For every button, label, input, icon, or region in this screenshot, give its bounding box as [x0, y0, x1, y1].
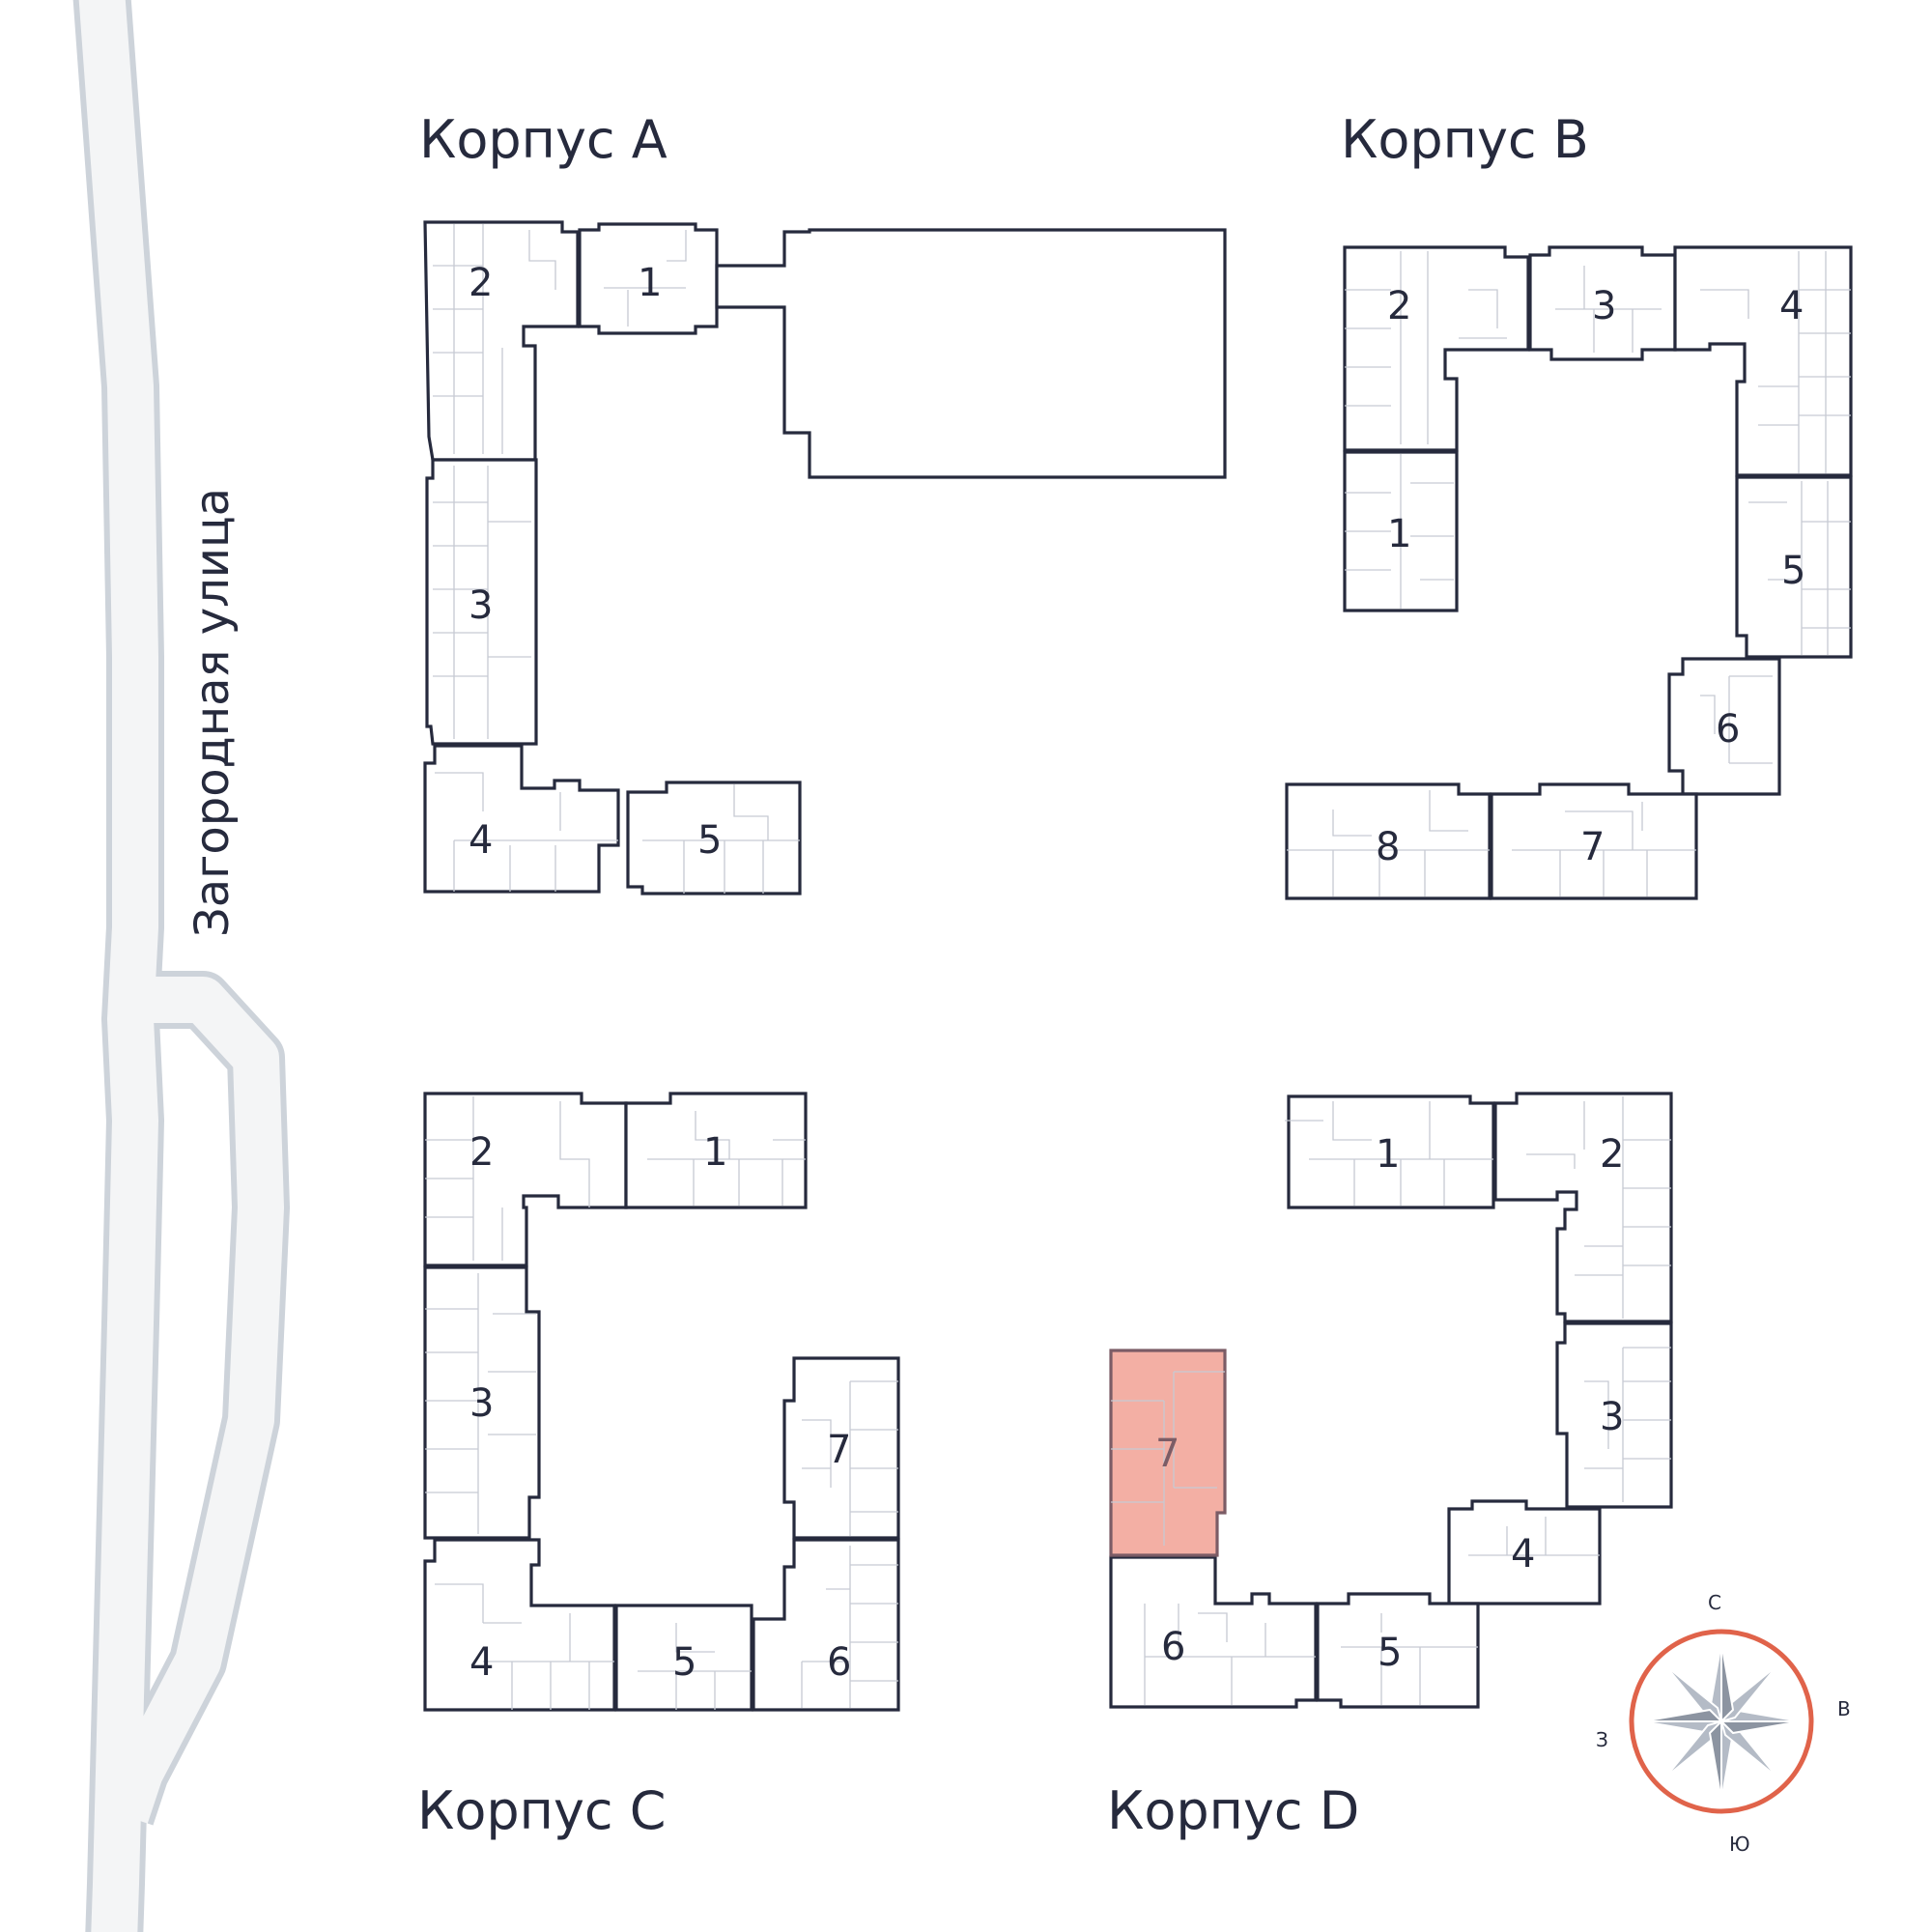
section-label: 4: [469, 818, 493, 863]
street-name: Загородная улица: [185, 488, 240, 937]
section-label: 1: [1387, 512, 1411, 556]
section-label: 1: [1376, 1132, 1400, 1177]
section-label: 5: [1781, 549, 1805, 593]
building-b-section-8[interactable]: [1285, 782, 1492, 900]
section-label: 5: [1378, 1631, 1402, 1675]
building-b-section-6[interactable]: [1667, 657, 1781, 796]
building-c-section-6[interactable]: [752, 1538, 900, 1712]
section-label: 5: [697, 818, 722, 863]
section-label: 4: [469, 1640, 494, 1685]
building-d-section-5[interactable]: [1316, 1592, 1480, 1709]
building-c-title: Корпус C: [417, 1780, 666, 1841]
building-c-section-3[interactable]: [423, 1265, 541, 1540]
building-d-section-labels: 1 2 3 4 5 6 7: [1155, 1132, 1624, 1675]
building-b-section-2[interactable]: [1343, 245, 1530, 452]
compass-star-icon: [1641, 1641, 1802, 1802]
building-c-section-1[interactable]: [624, 1092, 808, 1209]
building-d-section-3[interactable]: [1555, 1321, 1673, 1509]
building-a-section-2[interactable]: [423, 220, 580, 462]
building-a-section-5[interactable]: [626, 781, 802, 895]
section-label: 4: [1779, 284, 1804, 328]
building-d-section-2[interactable]: [1493, 1092, 1673, 1323]
compass-east-label: В: [1837, 1697, 1851, 1720]
building-c-section-labels: 2 1 3 4 5 6 7: [469, 1130, 851, 1685]
section-label: 2: [1387, 284, 1411, 328]
section-label: 1: [703, 1130, 727, 1175]
section-label: 6: [1716, 707, 1740, 752]
building-c-section-7[interactable]: [782, 1356, 900, 1540]
compass: С В Ю З: [1596, 1591, 1851, 1856]
building-a-section-4[interactable]: [423, 744, 620, 894]
building-b-section-labels: 2 1 3 4 5 6 8 7: [1376, 284, 1805, 869]
street-road: [72, 0, 290, 1932]
section-label: 3: [469, 1381, 494, 1426]
compass-south-label: Ю: [1729, 1833, 1750, 1856]
section-label: 7: [1155, 1432, 1179, 1476]
building-b-title: Корпус B: [1341, 109, 1589, 170]
building-a-section-labels: 2 1 3 4 5: [469, 261, 722, 863]
building-c-section-4[interactable]: [423, 1538, 616, 1712]
building-a-title: Корпус A: [419, 109, 668, 170]
building-c-section-2[interactable]: [423, 1092, 628, 1267]
building-a-annex: [715, 228, 1227, 479]
section-label: 7: [1580, 825, 1605, 869]
compass-ring: [1629, 1629, 1814, 1814]
building-d-title: Корпус D: [1107, 1780, 1359, 1841]
section-label: 7: [827, 1428, 851, 1472]
section-label: 3: [1592, 284, 1616, 328]
section-label: 4: [1511, 1532, 1535, 1577]
section-label: 3: [1600, 1395, 1624, 1439]
section-label: 8: [1376, 825, 1400, 869]
building-b-section-7[interactable]: [1490, 782, 1698, 900]
section-label: 6: [1161, 1625, 1185, 1669]
compass-west-label: З: [1596, 1728, 1608, 1751]
section-label: 3: [469, 583, 493, 628]
compass-north-label: С: [1708, 1591, 1721, 1614]
section-label: 1: [638, 261, 662, 305]
building-d-section-4[interactable]: [1447, 1499, 1602, 1605]
section-label: 2: [469, 1130, 494, 1175]
building-d-section-7[interactable]: [1109, 1349, 1227, 1557]
building-b: Корпус B 2 1 3 4 5 6 8 7: [1285, 109, 1853, 900]
section-label: 2: [469, 261, 493, 305]
building-c: Корпус C 2 1 3 4 5 6 7: [417, 1092, 900, 1841]
section-label: 5: [672, 1640, 696, 1685]
building-d: Корпус D 1 2 3 4 5 6 7: [1107, 1092, 1673, 1841]
section-label: 2: [1600, 1132, 1624, 1177]
building-a-section-1[interactable]: [578, 222, 719, 335]
building-d-section-6[interactable]: [1109, 1555, 1318, 1709]
building-a: Корпус A 2 1 3 4 5: [419, 109, 1227, 895]
building-d-section-1[interactable]: [1287, 1094, 1495, 1209]
building-b-section-4[interactable]: [1673, 245, 1853, 477]
building-c-section-5[interactable]: [614, 1604, 753, 1712]
section-label: 6: [827, 1640, 851, 1685]
